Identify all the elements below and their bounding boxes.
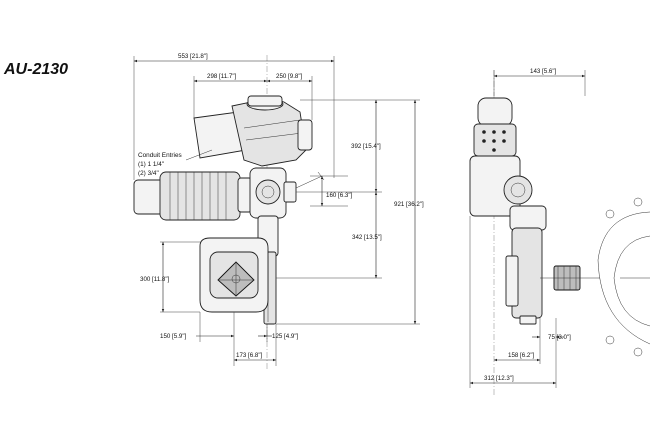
note-title: Conduit Entries bbox=[138, 152, 182, 159]
note-line1: (1) 1 1/4" bbox=[138, 161, 164, 168]
dim-160: 160 [6.3"] bbox=[326, 192, 353, 199]
valve-flange bbox=[597, 197, 650, 357]
side-gear-cylinder bbox=[133, 171, 253, 221]
dim-150: 150 [5.9"] bbox=[160, 333, 187, 340]
motor-housing bbox=[193, 95, 313, 167]
front-dimensions: 553 [21.8"] 298 [11.7"] 250 [9.8"] 392 [… bbox=[133, 53, 424, 366]
conduit-note: Conduit Entries (1) 1 1/4" (2) 3/4" bbox=[138, 152, 182, 177]
dim-158: 158 [6.2"] bbox=[508, 352, 535, 359]
dim-125: 125 [4.9"] bbox=[272, 333, 299, 340]
dim-250: 250 [9.8"] bbox=[276, 73, 303, 80]
dim-300: 300 [11.8"] bbox=[140, 276, 170, 283]
dim-342: 342 [13.5"] bbox=[352, 234, 382, 241]
dim-392: 392 [15.4"] bbox=[351, 143, 381, 150]
front-view bbox=[133, 55, 325, 370]
dim-553: 553 [21.8"] bbox=[178, 53, 208, 60]
model-title: AU-2130 bbox=[3, 61, 68, 78]
side-view bbox=[469, 70, 600, 395]
terminal-grid bbox=[482, 130, 506, 152]
dim-75: 75 [3.0"] bbox=[548, 334, 571, 341]
note-line2: (2) 3/4" bbox=[138, 170, 159, 177]
dim-143: 143 [5.6"] bbox=[530, 68, 557, 75]
dim-312: 312 [12.3"] bbox=[484, 375, 514, 382]
dim-921: 921 [36.2"] bbox=[394, 201, 424, 208]
gearbox bbox=[249, 167, 325, 219]
side-dimensions: 143 [5.6"] 75 [3.0"] 158 [6.2"] 312 [12.… bbox=[469, 68, 586, 388]
dim-298: 298 [11.7"] bbox=[207, 73, 237, 80]
dim-173: 173 [6.8"] bbox=[236, 352, 263, 359]
valve-box bbox=[199, 237, 269, 313]
